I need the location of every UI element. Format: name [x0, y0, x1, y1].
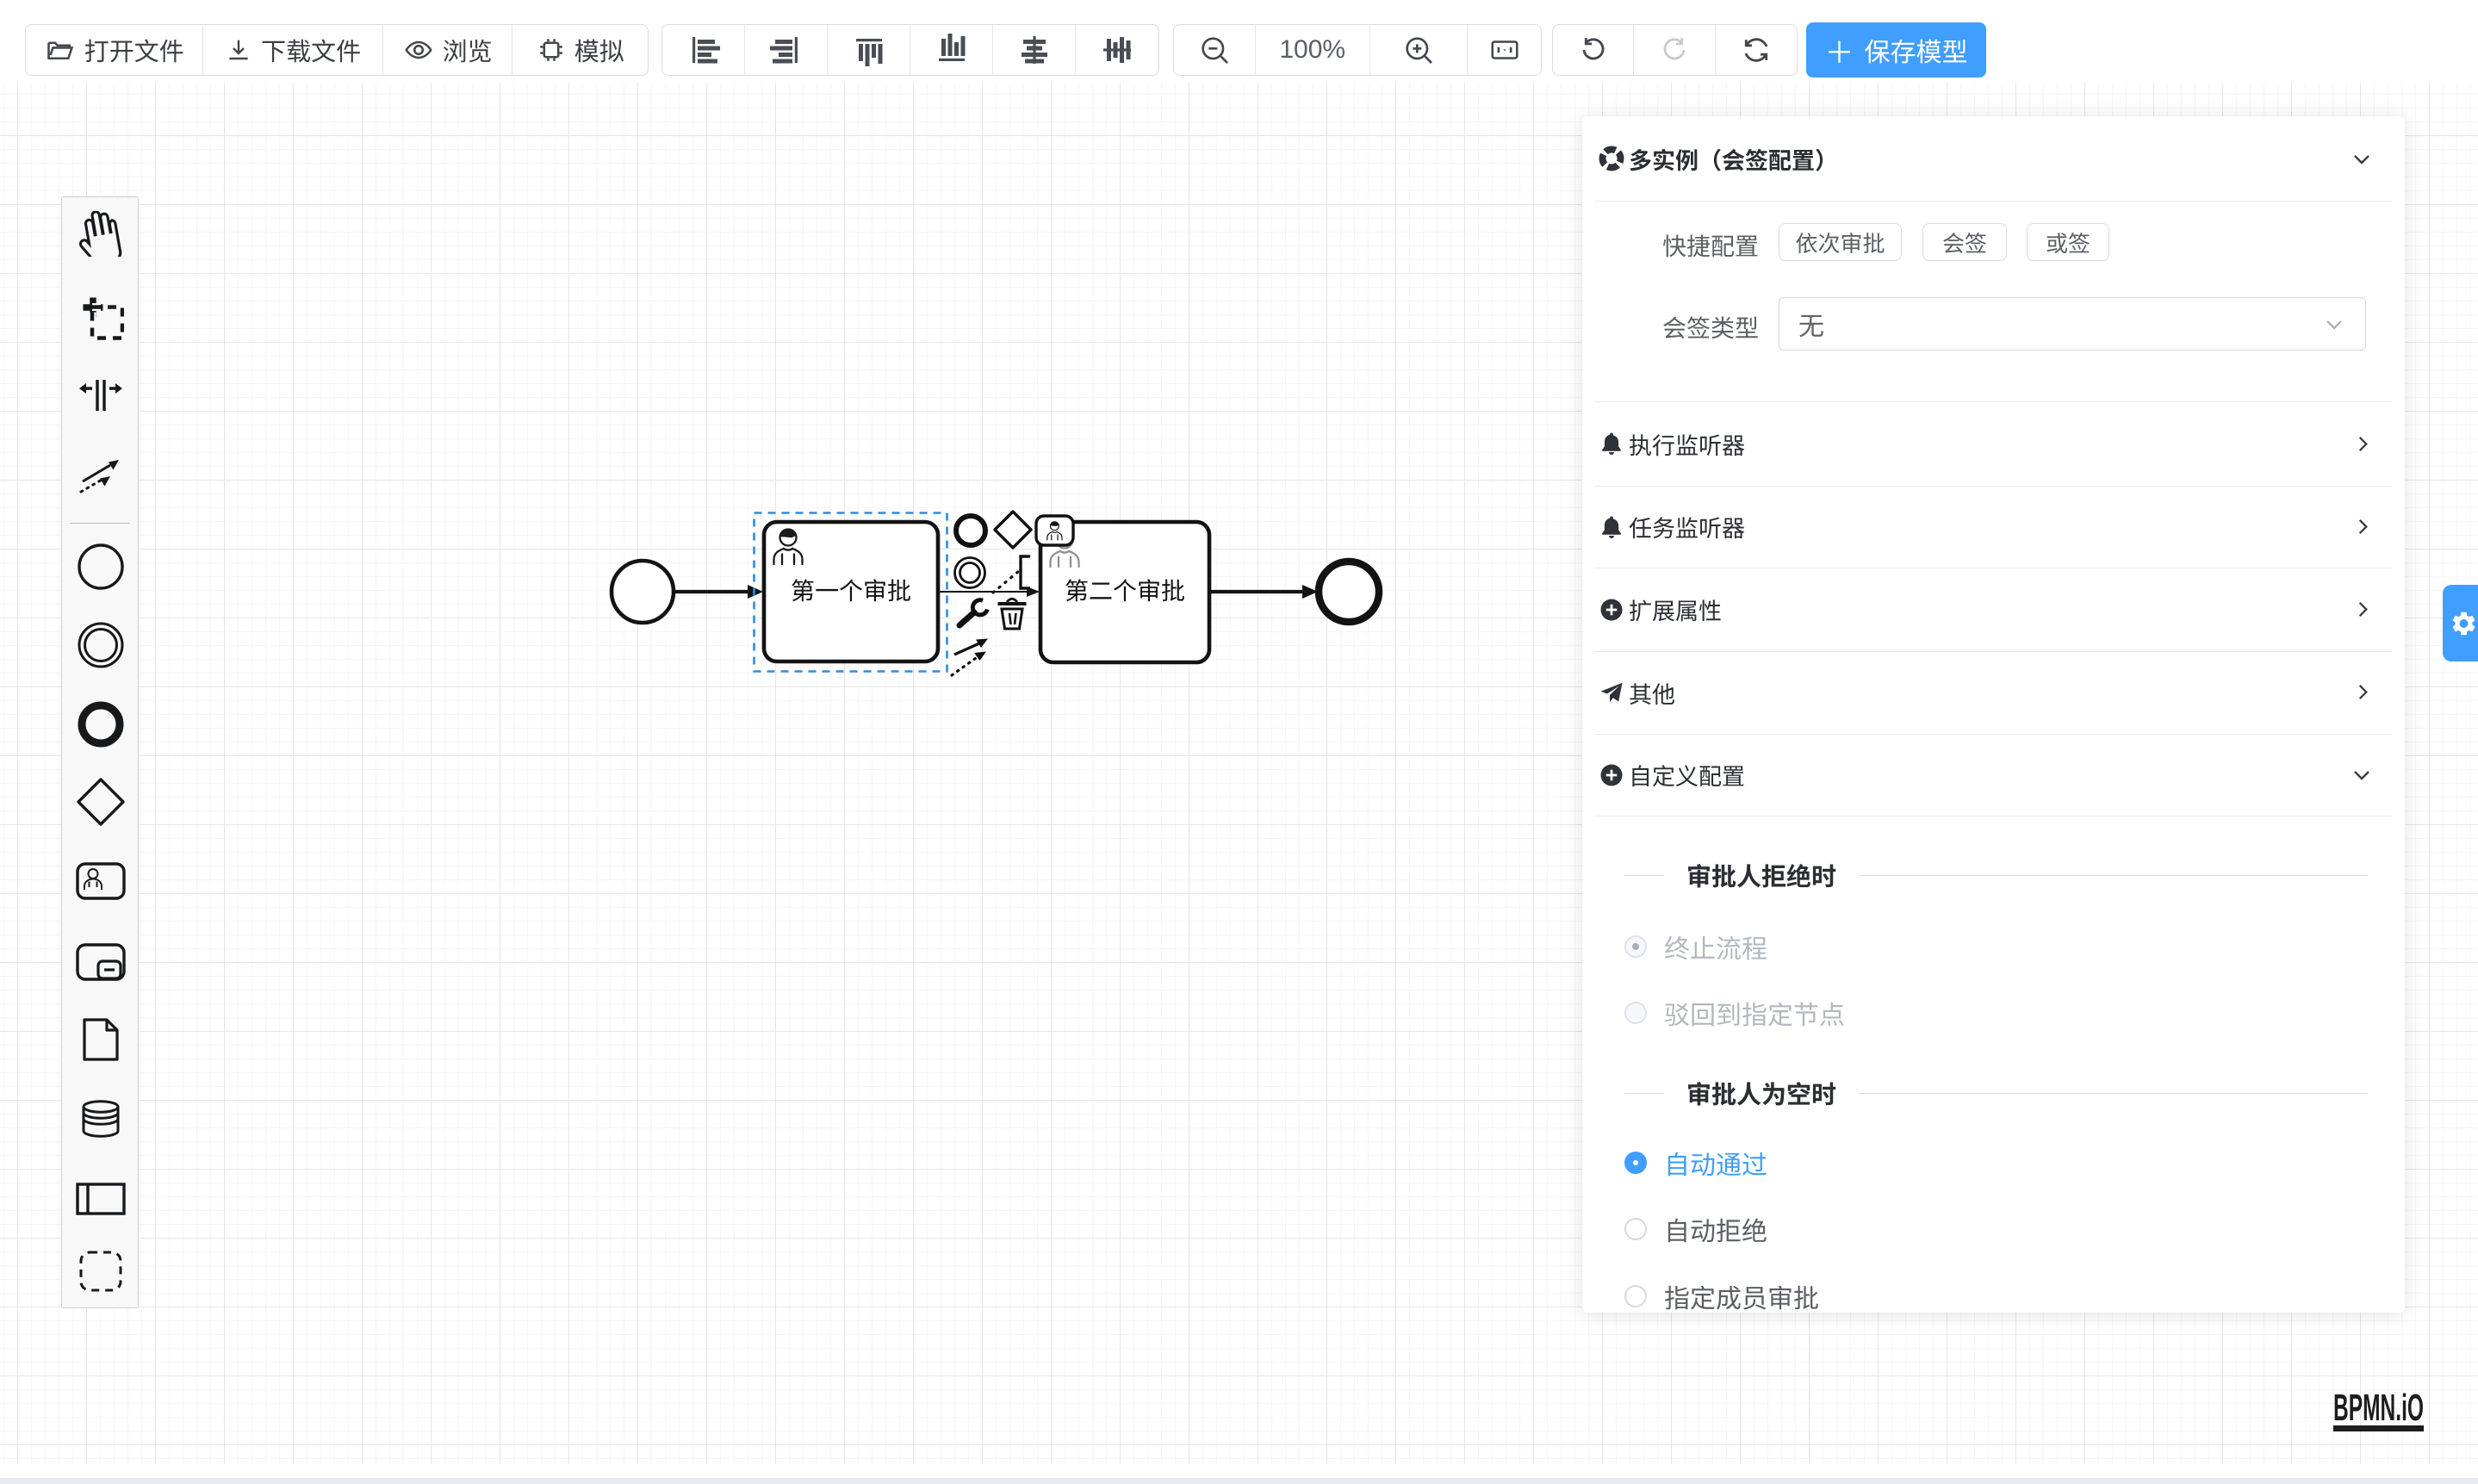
svg-text:BPMN.iO: BPMN.iO [2333, 1388, 2424, 1429]
svg-text:第二个审批: 第二个审批 [1065, 578, 1185, 605]
svg-text:第一个审批: 第一个审批 [791, 578, 911, 605]
